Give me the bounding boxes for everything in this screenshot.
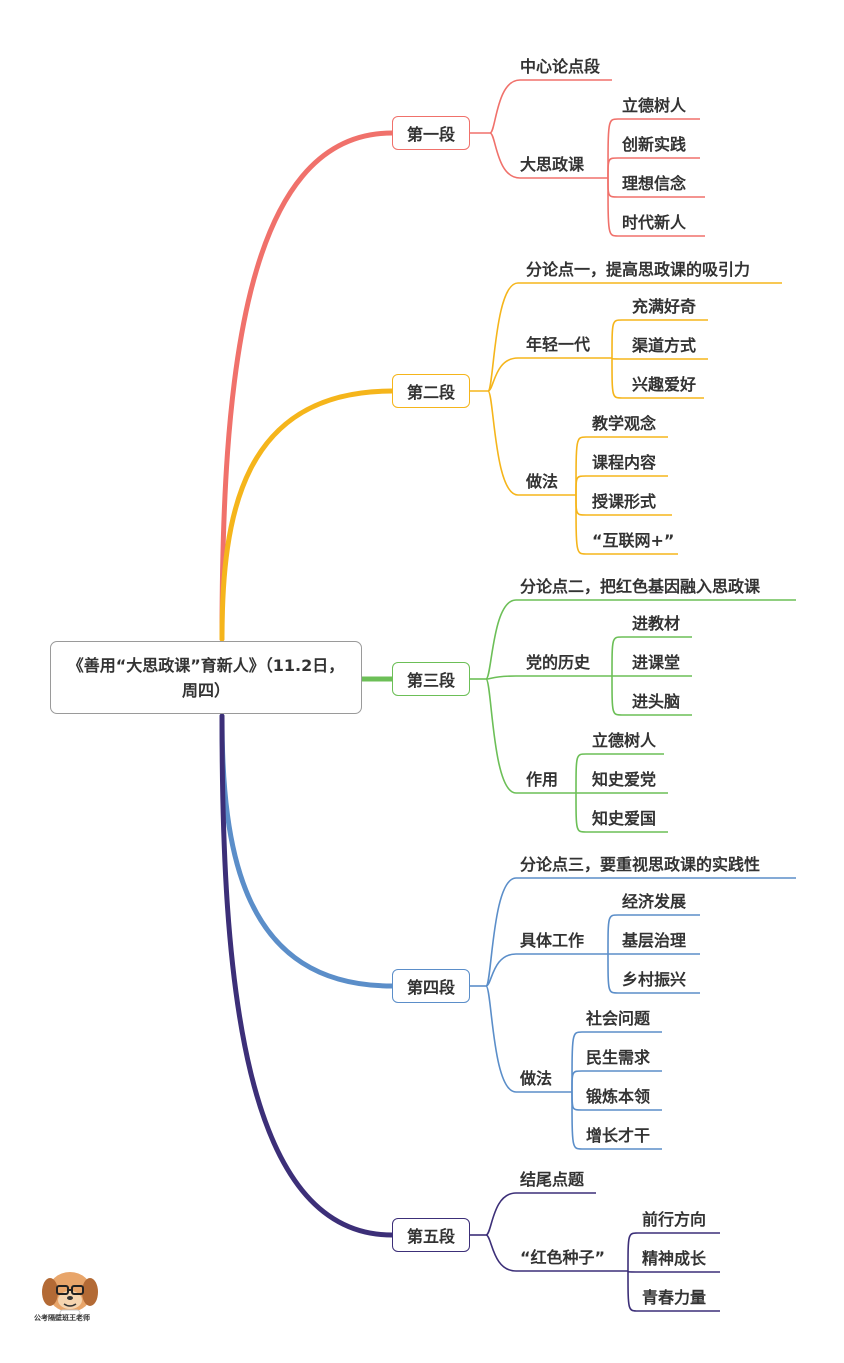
leaf-label[interactable]: 乡村振兴 (622, 970, 686, 989)
branch-connector (219, 713, 395, 1238)
segment-label: 第二段 (406, 383, 455, 402)
group-label[interactable]: 年轻一代 (526, 335, 590, 354)
leaf-label[interactable]: 青春力量 (642, 1288, 706, 1307)
group-connector (487, 357, 612, 392)
leaf-connector (571, 1031, 662, 1093)
branch-connector (219, 130, 395, 642)
group-label[interactable]: 分论点三，要重视思政课的实践性 (520, 855, 760, 874)
leaf-label[interactable]: 渠道方式 (632, 336, 696, 355)
leaf-label[interactable]: 授课形式 (592, 492, 656, 511)
leaf-connector (611, 675, 692, 716)
segment-node[interactable]: 第四段 (392, 969, 470, 1003)
leaf-connector (571, 1070, 662, 1093)
segment-node[interactable]: 第三段 (392, 662, 470, 696)
group-connector (485, 877, 796, 987)
leaf-label[interactable]: 社会问题 (585, 1009, 651, 1028)
leaf-label[interactable]: “互联网+” (592, 531, 674, 550)
leaf-label[interactable]: 经济发展 (622, 892, 687, 911)
leaf-connector (607, 953, 700, 994)
leaf-label[interactable]: 兴趣爱好 (632, 375, 696, 394)
group-connector (485, 1192, 596, 1236)
leaf-connector (611, 636, 692, 677)
leaf-label[interactable]: 民生需求 (586, 1048, 651, 1067)
group-label[interactable]: “红色种子” (520, 1248, 605, 1267)
leaf-connector (627, 1270, 720, 1273)
leaf-label[interactable]: 锻炼本领 (586, 1087, 650, 1106)
leaf-connector (611, 357, 704, 399)
group-label[interactable]: 做法 (525, 472, 558, 491)
leaf-label[interactable]: 知史爱党 (592, 770, 656, 789)
leaf-connector (607, 118, 700, 179)
group-connector (485, 1234, 628, 1272)
leaf-label[interactable]: 增长才干 (586, 1126, 650, 1145)
leaf-label[interactable]: 课程内容 (592, 453, 656, 472)
leaf-label[interactable]: 基层治理 (621, 931, 686, 950)
leaf-connector (607, 177, 705, 237)
leaf-connector (607, 914, 700, 955)
leaf-label[interactable]: 进课堂 (632, 653, 680, 672)
leaf-label[interactable]: 时代新人 (622, 213, 687, 232)
leaf-label[interactable]: 充满好奇 (632, 297, 696, 316)
group-connector (489, 132, 608, 179)
group-connector (485, 953, 608, 987)
leaf-connector (611, 357, 708, 360)
leaf-label[interactable]: 进教材 (632, 614, 680, 633)
leaf-connector (575, 792, 668, 833)
segment-label: 第一段 (406, 125, 455, 144)
group-connector (487, 390, 576, 496)
branch-connector (219, 388, 395, 642)
group-connector (487, 282, 782, 392)
group-label[interactable]: 做法 (519, 1069, 552, 1088)
branch-connector (219, 713, 395, 989)
leaf-connector (627, 1232, 720, 1272)
leaf-label[interactable]: 精神成长 (642, 1249, 707, 1268)
group-connector (485, 985, 572, 1093)
group-label[interactable]: 具体工作 (520, 931, 584, 950)
leaf-label[interactable]: 立德树人 (592, 731, 657, 750)
group-label[interactable]: 党的历史 (526, 653, 591, 672)
watermark-caption: 公考隔壁班王老师 (34, 1314, 90, 1322)
leaf-label[interactable]: 立德树人 (622, 96, 687, 115)
leaf-label[interactable]: 教学观念 (592, 414, 657, 433)
group-connector (485, 678, 576, 794)
root-topic-title: 《善用“大思政课”育新人》（11.2日，周四） (67, 655, 345, 700)
leaf-connector (571, 1091, 662, 1150)
group-label[interactable]: 分论点二，把红色基因融入思政课 (520, 577, 761, 596)
group-connector (485, 599, 796, 680)
group-label[interactable]: 分论点一，提高思政课的吸引力 (526, 260, 750, 279)
root-topic[interactable]: 《善用“大思政课”育新人》（11.2日，周四） (50, 641, 362, 714)
segment-label: 第四段 (406, 978, 455, 997)
segment-node[interactable]: 第二段 (392, 374, 470, 408)
segment-label: 第五段 (406, 1227, 455, 1246)
leaf-connector (611, 319, 708, 359)
leaf-connector (627, 1270, 720, 1312)
leaf-connector (575, 494, 678, 555)
leaf-connector (575, 436, 668, 496)
group-connector (485, 675, 612, 680)
leaf-label[interactable]: 理想信念 (622, 174, 687, 193)
group-label[interactable]: 中心论点段 (520, 57, 601, 76)
group-label[interactable]: 结尾点题 (519, 1170, 585, 1189)
leaf-label[interactable]: 创新实践 (621, 135, 686, 154)
segment-node[interactable]: 第五段 (392, 1218, 470, 1252)
group-label[interactable]: 作用 (526, 770, 558, 789)
leaf-label[interactable]: 前行方向 (642, 1210, 706, 1229)
segment-node[interactable]: 第一段 (392, 116, 470, 150)
group-label[interactable]: 大思政课 (520, 155, 585, 174)
leaf-connector (607, 157, 700, 179)
leaf-label[interactable]: 进头脑 (632, 692, 680, 711)
group-connector (489, 79, 612, 134)
leaf-label[interactable]: 知史爱国 (592, 809, 656, 828)
dog-mascot-icon (42, 1272, 98, 1321)
leaf-connector (575, 475, 668, 496)
leaf-connector (575, 753, 664, 794)
segment-label: 第三段 (406, 671, 455, 690)
